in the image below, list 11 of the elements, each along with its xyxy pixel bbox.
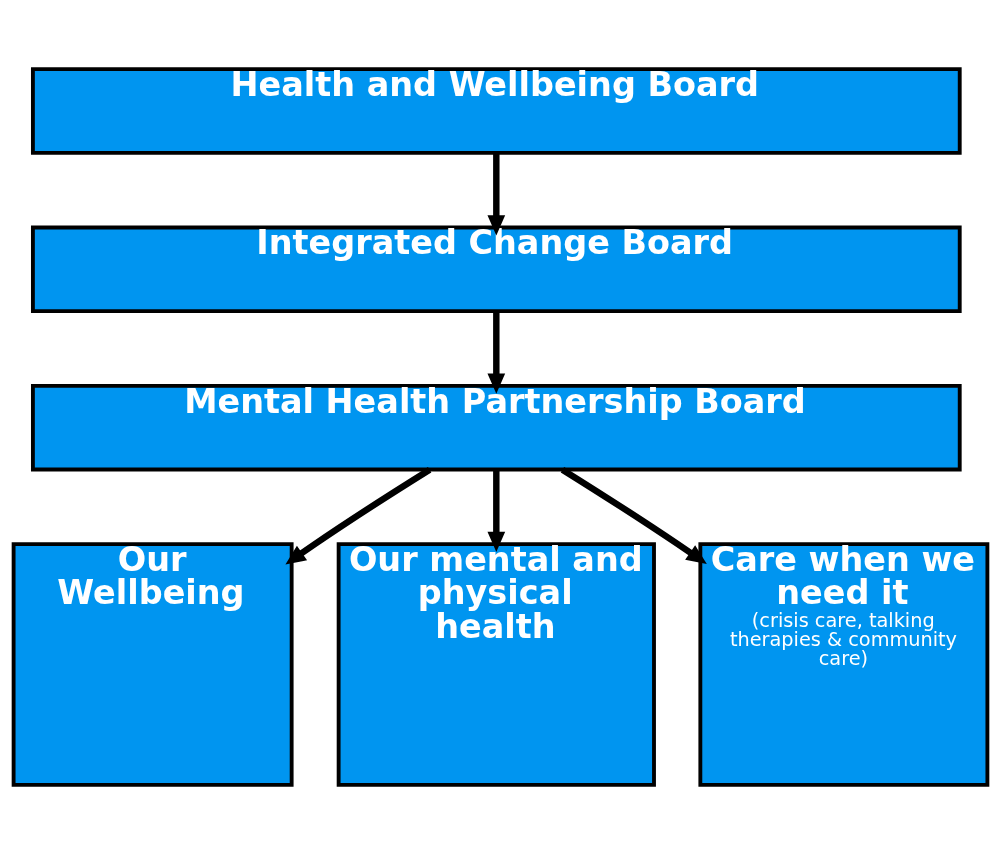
node-box: Mental Health Partnership Board [30,383,962,471]
arrow [487,152,506,235]
node-box: Integrated Change Board [30,225,962,313]
node-box: Care when we need it (crisis care, talking therapies & community care) [698,541,990,787]
node-box: Our mental and physical health [336,541,656,787]
node-box: Health and Wellbeing Board [30,66,962,155]
node-box: Our Wellbeing [11,541,294,787]
arrow [285,466,432,565]
arrow [487,311,506,394]
arrow [487,469,506,552]
arrow [560,466,707,564]
